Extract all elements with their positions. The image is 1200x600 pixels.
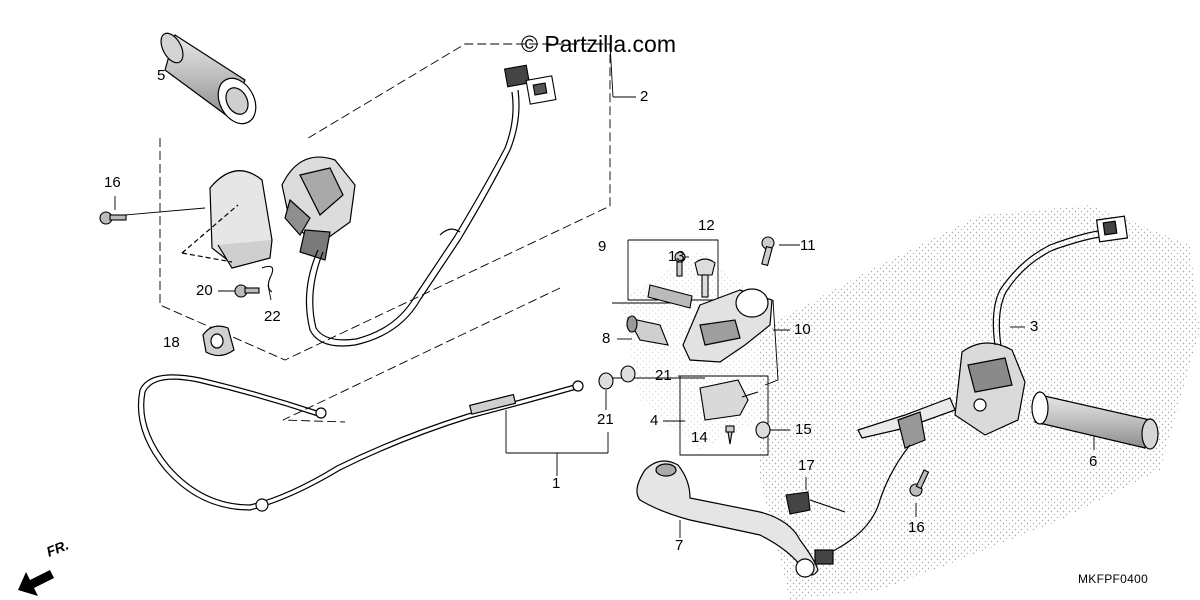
left-grip-part-5 bbox=[160, 32, 257, 125]
clutch-cable-part-1 bbox=[137, 374, 584, 512]
adjuster-part-8 bbox=[626, 315, 669, 346]
callout-21-lower[interactable]: 21 bbox=[597, 411, 614, 428]
callout-9[interactable]: 9 bbox=[598, 238, 607, 255]
callout-17[interactable]: 17 bbox=[798, 457, 815, 474]
right-grip-part-6 bbox=[1031, 391, 1159, 450]
callout-13[interactable]: 13 bbox=[668, 248, 685, 265]
left-switch-body-part-2 bbox=[281, 156, 356, 261]
diagram-code: MKFPF0400 bbox=[1078, 572, 1149, 586]
watermark: © Partzilla.com bbox=[521, 31, 676, 57]
bolt-part-16-right bbox=[909, 469, 930, 497]
callout-20[interactable]: 20 bbox=[196, 282, 213, 299]
bolt-part-11 bbox=[761, 236, 775, 267]
clamp-part-18 bbox=[202, 325, 235, 357]
screw-part-14 bbox=[725, 425, 735, 445]
screw-part-13 bbox=[674, 251, 686, 277]
callout-3[interactable]: 3 bbox=[1030, 318, 1039, 335]
callout-7[interactable]: 7 bbox=[675, 537, 684, 554]
callout-5[interactable]: 5 bbox=[157, 67, 166, 84]
callout-1[interactable]: 1 bbox=[552, 475, 561, 492]
callout-2[interactable]: 2 bbox=[640, 88, 649, 105]
callout-14[interactable]: 14 bbox=[691, 429, 708, 446]
right-switch-part-3 bbox=[857, 342, 1026, 449]
left-switch-harness bbox=[305, 89, 520, 347]
wire-part-22 bbox=[261, 265, 274, 293]
nuts-part-21 bbox=[598, 365, 636, 390]
callout-18[interactable]: 18 bbox=[163, 334, 180, 351]
callout-15[interactable]: 15 bbox=[795, 421, 812, 438]
bolt-part-12 bbox=[694, 258, 716, 298]
callout-6[interactable]: 6 bbox=[1089, 453, 1098, 470]
callout-22[interactable]: 22 bbox=[264, 308, 281, 325]
front-arrow-icon bbox=[18, 570, 54, 596]
bolt-part-16-left bbox=[99, 211, 127, 225]
callout-10[interactable]: 10 bbox=[794, 321, 811, 338]
callout-16-right[interactable]: 16 bbox=[908, 519, 925, 536]
assembly-outline-left-switch bbox=[159, 43, 611, 423]
leader-lines bbox=[114, 43, 1095, 538]
clutch-lever-part-7 bbox=[636, 460, 819, 578]
left-switch-cover bbox=[181, 170, 273, 269]
band-part-17 bbox=[785, 491, 846, 515]
callout-11[interactable]: 11 bbox=[800, 237, 816, 254]
screw-part-20 bbox=[234, 284, 260, 298]
nut-part-15 bbox=[755, 421, 771, 439]
callout-8[interactable]: 8 bbox=[602, 330, 611, 347]
pin-part-9 bbox=[647, 284, 693, 309]
callout-21-upper[interactable]: 21 bbox=[655, 367, 672, 384]
left-harness-connectors bbox=[503, 64, 557, 105]
callout-12[interactable]: 12 bbox=[698, 217, 715, 234]
lever-bracket-part-10 bbox=[682, 288, 773, 363]
right-switch-harness bbox=[814, 215, 1129, 565]
switch-part-4 bbox=[699, 379, 759, 421]
callout-16-left[interactable]: 16 bbox=[104, 174, 121, 191]
callout-4[interactable]: 4 bbox=[650, 412, 659, 429]
